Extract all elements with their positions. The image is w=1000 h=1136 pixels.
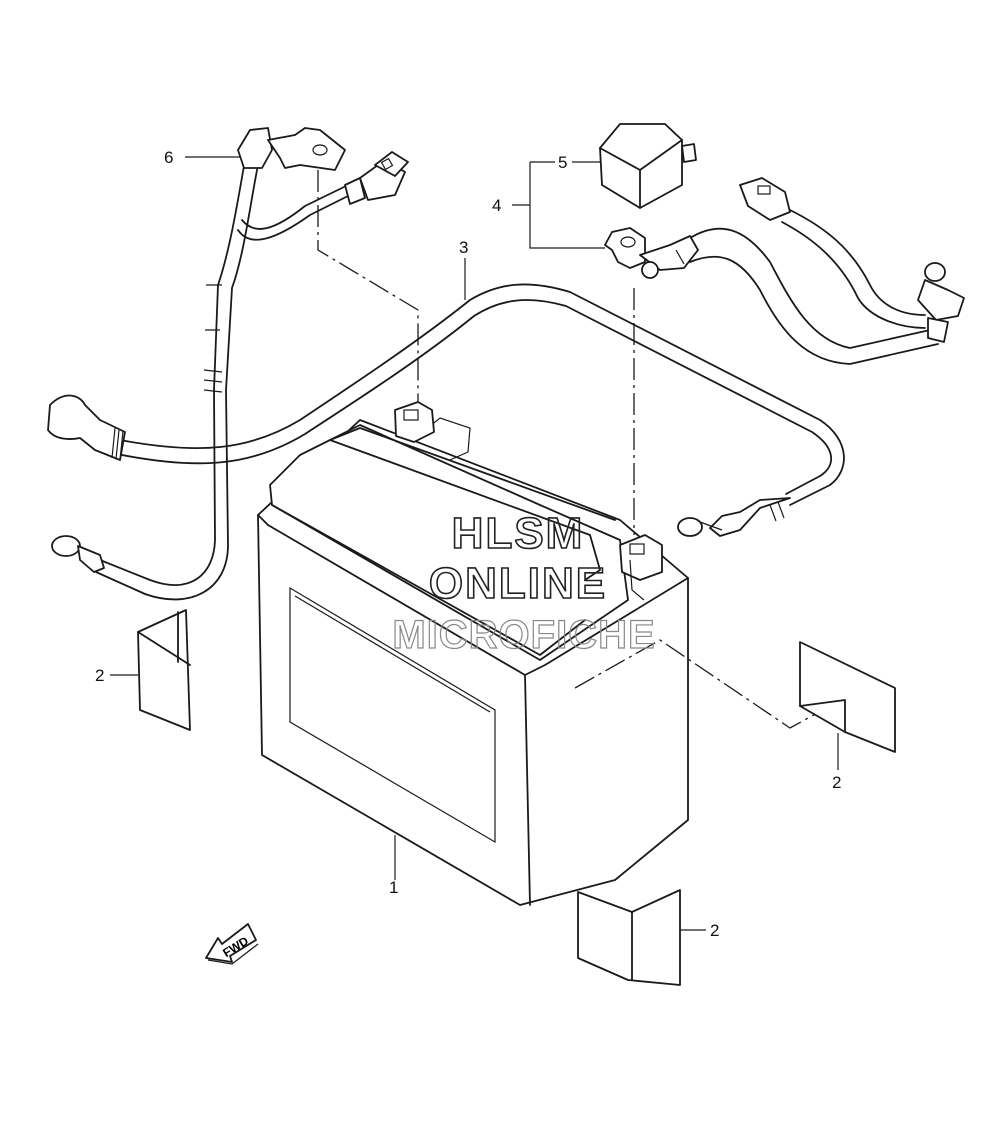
watermark-line1: HLSM [452,509,585,558]
callout-2-bottom: 2 [710,921,719,940]
watermark-line2: ONLINE [429,559,607,608]
callouts: 1 2 2 2 3 4 5 6 [95,148,841,940]
positive-lead-set [512,161,965,365]
pad-right [799,641,896,753]
assembly-lines [317,170,831,729]
terminal-cover [599,123,697,209]
watermark: HLSM ONLINE MICROFICHE [392,508,656,657]
pad-left [137,609,191,731]
callout-2-left: 2 [95,666,104,685]
callout-2-right: 2 [832,773,841,792]
callout-4: 4 [492,196,501,215]
watermark-line3: MICROFICHE [392,613,655,657]
fwd-arrow-icon: FWD [205,923,259,965]
starter-lead [51,127,409,601]
pad-bottom [577,889,681,986]
battery [257,401,689,906]
callout-1: 1 [389,878,398,897]
callout-3: 3 [459,238,468,257]
callout-5: 5 [558,153,567,172]
negative-cable [47,283,845,537]
leader-lines [110,156,839,931]
callout-6: 6 [164,148,173,167]
